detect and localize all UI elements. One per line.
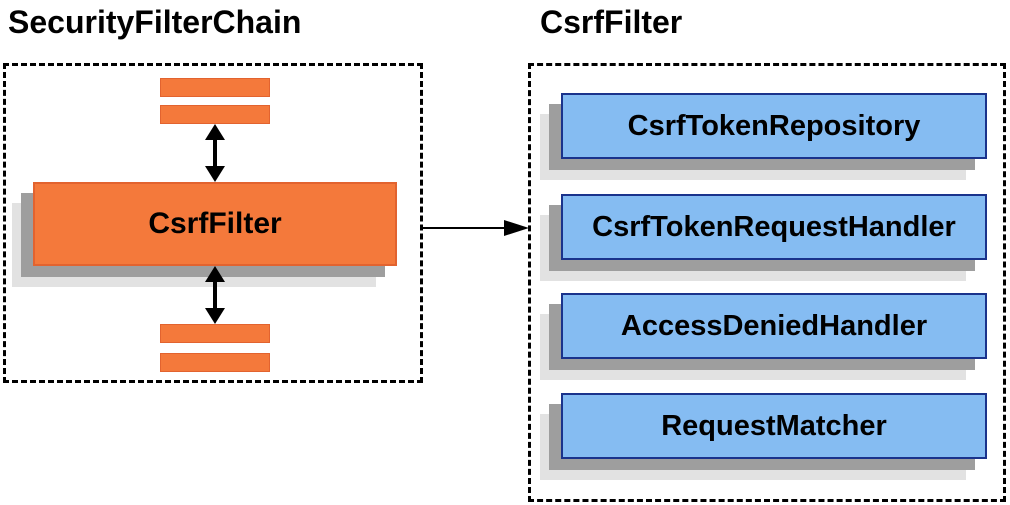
- right-arrow-icon: [422, 220, 529, 236]
- component-box-csrf-token-repository: CsrfTokenRepository: [561, 93, 987, 159]
- security-filter-chain-panel: [3, 63, 423, 383]
- filter-placeholder-bar: [160, 105, 270, 124]
- csrf-filter-panel: [528, 63, 1006, 502]
- component-label: AccessDeniedHandler: [620, 309, 928, 342]
- component-box-access-denied-handler: AccessDeniedHandler: [561, 293, 987, 359]
- bidirectional-arrow-icon: [205, 124, 225, 182]
- filter-placeholder-bar: [160, 78, 270, 97]
- component-box-request-matcher: RequestMatcher: [561, 393, 987, 459]
- csrf-filter-box: CsrfFilter: [33, 182, 397, 266]
- bidirectional-arrow-icon: [205, 266, 225, 324]
- csrf-filter-box-label: CsrfFilter: [148, 207, 282, 240]
- component-label: CsrfTokenRepository: [627, 109, 921, 142]
- component-label: CsrfTokenRequestHandler: [592, 210, 956, 243]
- component-label: RequestMatcher: [661, 409, 887, 442]
- component-box-csrf-token-request-handler: CsrfTokenRequestHandler: [561, 194, 987, 260]
- security-filter-chain-title: SecurityFilterChain: [8, 4, 302, 40]
- filter-placeholder-bar: [160, 324, 270, 343]
- csrf-filter-title: CsrfFilter: [540, 4, 683, 40]
- filter-placeholder-bar: [160, 353, 270, 372]
